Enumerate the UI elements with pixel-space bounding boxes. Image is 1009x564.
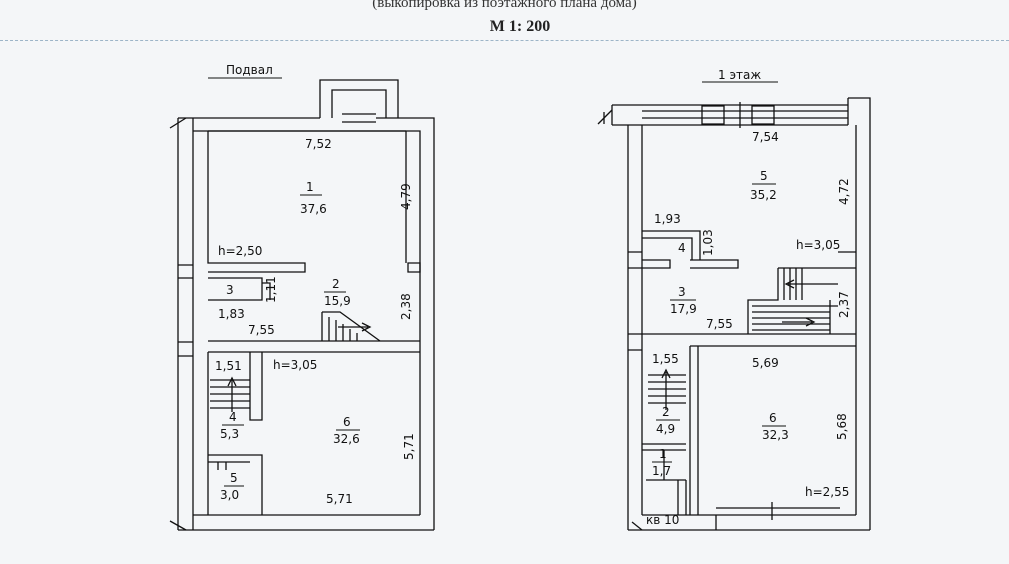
room-3-number: 3 xyxy=(226,283,234,297)
apartment-label: кв 10 xyxy=(646,513,679,527)
room-1-area: 37,6 xyxy=(300,202,327,216)
basement-height-label: h=2,50 xyxy=(218,244,262,258)
room-2-f1-area: 4,9 xyxy=(656,422,675,436)
room-3-f1-area: 17,9 xyxy=(670,302,697,316)
header-divider xyxy=(0,40,1009,41)
basement-right-upper-dim: 4,79 xyxy=(399,183,413,210)
room-2-number: 2 xyxy=(332,277,340,291)
floor1-plan xyxy=(597,81,871,531)
room-1-f1-number: 1 xyxy=(659,447,667,461)
basement-plan xyxy=(169,77,435,531)
basement-small-height: 1,11 xyxy=(264,276,278,303)
room-4-number: 4 xyxy=(229,410,237,424)
basement-top-width: 7,52 xyxy=(305,137,332,151)
floor1-right-mid-dim: 2,37 xyxy=(837,291,851,318)
floor1-mid-width: 7,55 xyxy=(706,317,733,331)
floor1-top-width: 7,54 xyxy=(752,130,779,144)
room-2-f1-number: 2 xyxy=(662,405,670,419)
room-5-f1-area: 35,2 xyxy=(750,188,777,202)
floor1-height-label-2: h=2,55 xyxy=(805,485,849,499)
room-6-f1-number: 6 xyxy=(769,411,777,425)
room-6-number: 6 xyxy=(343,415,351,429)
room-6-area: 32,6 xyxy=(333,432,360,446)
basement-stair-width: 1,51 xyxy=(215,359,242,373)
basement-title: Подвал xyxy=(226,63,273,77)
floor1-closet-height: 1,03 xyxy=(701,229,715,256)
floor1-right-upper-dim: 4,72 xyxy=(837,178,851,205)
room-4-f1-number: 4 xyxy=(678,241,686,255)
room-4-area: 5,3 xyxy=(220,427,239,441)
header-scale: М 1: 200 xyxy=(489,18,551,35)
header-subtitle: (выкопировка из поэтажного плана дома) xyxy=(372,0,637,11)
basement-height-label-2: h=3,05 xyxy=(273,358,317,372)
basement-small-width: 1,83 xyxy=(218,307,245,321)
room-6-f1-area: 32,3 xyxy=(762,428,789,442)
basement-right-mid-dim: 2,38 xyxy=(399,293,413,320)
floor1-closet-width: 1,93 xyxy=(654,212,681,226)
basement-bottom-width: 5,71 xyxy=(326,492,353,506)
floor1-title: 1 этаж xyxy=(718,68,761,82)
floor1-right-lower-dim: 5,68 xyxy=(835,413,849,440)
floor1-lower-width: 5,69 xyxy=(752,356,779,370)
basement-right-lower-dim: 5,71 xyxy=(402,433,416,460)
room-1-f1-area: 1,7 xyxy=(652,464,671,478)
room-2-area: 15,9 xyxy=(324,294,351,308)
room-5-area: 3,0 xyxy=(220,488,239,502)
basement-mid-width: 7,55 xyxy=(248,323,275,337)
floor1-stair-width: 1,55 xyxy=(652,352,679,366)
room-5-f1-number: 5 xyxy=(760,169,768,183)
floor1-height-label: h=3,05 xyxy=(796,238,840,252)
room-1-number: 1 xyxy=(306,180,314,194)
room-3-f1-number: 3 xyxy=(678,285,686,299)
room-5-number: 5 xyxy=(230,471,238,485)
